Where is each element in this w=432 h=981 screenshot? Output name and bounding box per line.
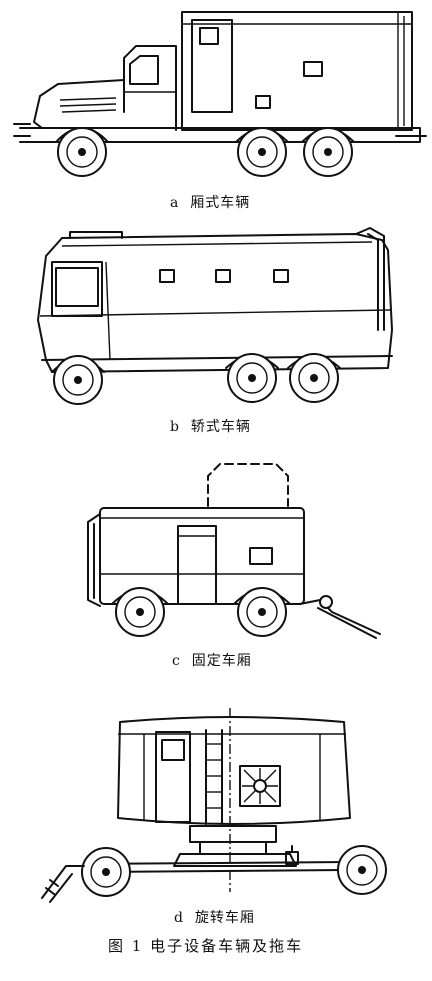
panel-c-label: 固定车厢: [191, 653, 252, 669]
panel-d-letter: d: [174, 910, 184, 926]
panel-a-label: 厢式车辆: [190, 195, 251, 211]
panel-b-label: 轿式车辆: [190, 419, 251, 435]
panel-a-caption: a 厢式车辆: [170, 192, 250, 212]
panel-c-caption: c 固定车厢: [172, 650, 252, 670]
figure-caption: 图 1 电子设备车辆及拖车: [108, 937, 304, 955]
panel-a-letter: a: [170, 195, 180, 211]
panel-b-letter: b: [170, 419, 180, 435]
fixed-shelter-drawing: [87, 463, 381, 639]
panel-d-label: 旋转车厢: [194, 910, 255, 926]
panel-c-letter: c: [172, 653, 181, 669]
panel-d-caption: d 旋转车厢: [174, 907, 255, 927]
panel-b-caption: b 轿式车辆: [170, 416, 251, 436]
saloon-vehicle-drawing: [37, 227, 393, 405]
rotating-shelter-drawing: [41, 708, 387, 903]
box-truck-drawing: [13, 11, 427, 177]
